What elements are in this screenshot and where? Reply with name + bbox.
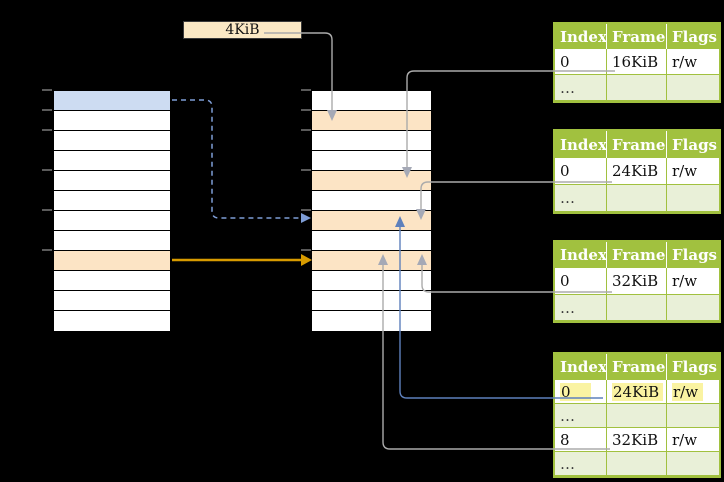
table-cell: … (555, 404, 607, 428)
memory-cell-white (54, 191, 170, 211)
memory-cell-white (312, 271, 431, 291)
memory-cell-white (54, 231, 170, 251)
column-header-frame: Frame (607, 24, 667, 49)
memory-cell-orange (312, 111, 431, 131)
table-cell: 32KiB (607, 428, 667, 452)
table-cell (667, 185, 719, 212)
table-cell: r/w (667, 428, 719, 452)
column-header-flags: Flags (667, 354, 719, 380)
table-cell (607, 185, 667, 212)
table-cell: 24KiB (607, 158, 667, 185)
column-header-index: Index (555, 242, 607, 268)
memory-cell-white (312, 91, 431, 111)
memory-cell-white (54, 211, 170, 231)
memory-cell-orange (312, 171, 431, 191)
table-cell (667, 404, 719, 428)
table-cell: … (555, 295, 607, 321)
memory-cell-white (312, 191, 431, 211)
highlighted-value: 24KiB (612, 382, 664, 401)
physical-memory-column (311, 90, 432, 331)
table-cell: … (555, 75, 607, 101)
table-cell: r/w (667, 268, 719, 295)
column-header-index: Index (555, 354, 607, 380)
memory-cell-orange (312, 211, 431, 231)
arrow-virtual-to-physical-dashed (172, 99, 311, 223)
memory-cell-blue (54, 91, 170, 111)
column-header-flags: Flags (667, 131, 719, 158)
table-cell: r/w (667, 158, 719, 185)
table-cell (607, 295, 667, 321)
memory-cell-orange (312, 251, 431, 271)
table-cell (667, 452, 719, 476)
column-header-frame: Frame (607, 242, 667, 268)
virtual-memory-column (53, 90, 171, 331)
column-header-index: Index (555, 24, 607, 49)
table-cell (607, 404, 667, 428)
highlighted-value: 0 (560, 382, 591, 401)
table-cell: 0 (555, 49, 607, 75)
table-cell (607, 75, 667, 101)
table-cell (607, 452, 667, 476)
table-cell: … (555, 452, 607, 476)
memory-cell-white (54, 131, 170, 151)
table-cell: … (555, 185, 607, 212)
table-cell (667, 295, 719, 321)
column-header-flags: Flags (667, 24, 719, 49)
table-cell: 0 (555, 268, 607, 295)
memory-cell-white (54, 151, 170, 171)
table-cell: 0 (555, 158, 607, 185)
table-cell: 24KiB (607, 380, 667, 404)
table-cell: 16KiB (607, 49, 667, 75)
table-cell (667, 75, 719, 101)
highlighted-value: r/w (672, 382, 703, 401)
column-header-frame: Frame (607, 354, 667, 380)
column-header-flags: Flags (667, 242, 719, 268)
column-header-frame: Frame (607, 131, 667, 158)
memory-cell-white (312, 291, 431, 311)
table-cell: 0 (555, 380, 607, 404)
memory-cell-white (312, 231, 431, 251)
memory-cell-white (54, 171, 170, 191)
memory-cell-orange (54, 251, 170, 271)
table-cell: 32KiB (607, 268, 667, 295)
memory-cell-white (54, 271, 170, 291)
page-size-label-text: 4KiB (225, 22, 260, 38)
memory-cell-white (312, 151, 431, 171)
memory-cell-white (312, 311, 431, 331)
memory-cell-white (312, 131, 431, 151)
memory-cell-white (54, 311, 170, 331)
arrow-virtual-to-physical-orange (172, 254, 312, 266)
memory-cell-white (54, 291, 170, 311)
table-cell: 8 (555, 428, 607, 452)
memory-cell-white (54, 111, 170, 131)
page-size-label: 4KiB (183, 21, 302, 39)
table-cell: r/w (667, 49, 719, 75)
column-header-index: Index (555, 131, 607, 158)
table-cell: r/w (667, 380, 719, 404)
